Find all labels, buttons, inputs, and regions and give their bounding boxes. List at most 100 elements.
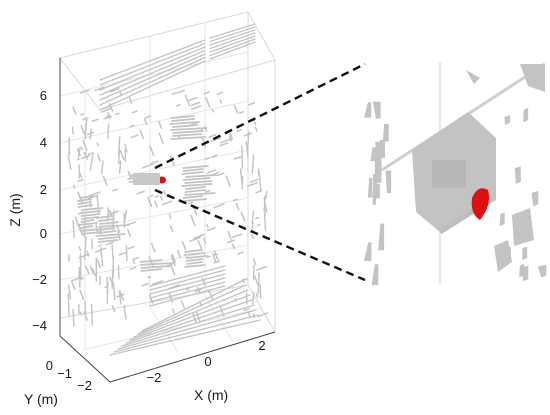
cloud-point [170,118,195,122]
cloud-point [252,264,255,281]
cloud-point [205,96,211,109]
cloud-point [184,192,216,196]
cloud-point [91,268,96,277]
cloud-point [108,102,114,112]
grid-z-6 [59,51,249,97]
cloud-point [81,216,99,220]
cloud-point [180,300,186,309]
cloud-point [195,311,201,322]
cloud-point [99,60,206,111]
cloud-point [256,265,268,271]
cloud-point [78,253,90,259]
cloud-point [235,202,240,211]
cloud-point [158,120,163,130]
cloud-point [89,152,94,172]
cloud-point [191,105,202,110]
cloud-point [154,195,159,198]
grid-floor-1 [81,307,263,351]
cloud-point [219,99,223,104]
cloud-point [72,308,75,327]
cloud-point [243,132,253,137]
cloud-point [252,313,256,318]
cloud-point [149,281,226,303]
inset-point [371,264,379,286]
cloud-point [149,194,154,197]
cloud-point [207,289,210,293]
point-cloud [67,23,269,356]
z-tick-label: 6 [40,88,47,103]
cloud-point [72,184,76,190]
cloud-point [213,260,221,264]
cloud-point [111,305,116,313]
cloud-point [213,203,225,209]
cloud-point [86,250,90,257]
cloud-point [84,117,88,140]
cloud-point [141,282,150,287]
cloud-point [149,277,226,299]
cloud-point [182,177,211,181]
cloud-point [210,137,222,142]
axes-box [59,11,276,333]
cloud-point [213,253,218,256]
cloud-point [158,132,164,145]
cloud-point [241,145,244,169]
cloud-point [109,210,113,216]
inset-point [466,70,480,84]
cloud-point [209,29,256,46]
cloud-point [233,156,242,160]
cloud-point [171,133,203,137]
inset-point [499,212,505,227]
cloud-point [188,96,198,102]
cloud-point [96,142,100,147]
cloud-point [96,154,101,162]
inset-point [502,246,511,264]
cloud-point [170,255,176,267]
z-tick-label: 2 [40,182,47,197]
cloud-point [127,170,132,180]
cloud-point [123,304,127,320]
cloud-point [96,230,117,234]
cloud-point [118,291,122,305]
cloud-point [255,190,262,194]
cloud-point [79,289,85,300]
cloud-point [206,226,216,232]
cloud-point [95,215,115,219]
x-tick-labels: −202 [147,338,266,385]
cloud-point [209,292,214,301]
cloud-point [105,241,114,246]
cloud-point [185,258,204,262]
inset-point [373,173,378,191]
cloud-point [132,259,136,264]
cloud-point [231,233,243,239]
inset-point [521,265,529,282]
cloud-point [189,236,201,242]
cloud-point [116,293,125,298]
cloud-point [161,200,173,206]
grid-z-4 [59,100,249,144]
cloud-point [82,139,88,151]
cloud-point [102,175,108,186]
inset-point [438,205,480,235]
cloud-point [96,259,102,269]
cloud-point [211,108,215,113]
cloud-point [98,244,102,247]
cloud-point [67,293,70,317]
cloud-point [209,35,256,53]
cloud-point [255,216,260,220]
box-edge-front-top-2 [99,59,276,111]
cloud-point [99,56,206,106]
cloud-point [112,188,118,192]
cloud-point [206,223,209,229]
cloud-point [172,308,175,314]
cloud-point [171,124,199,128]
cloud-point [130,134,139,139]
cloud-point [185,255,208,259]
cloud-point [251,210,255,225]
cloud-point [140,265,171,269]
y-axis-label: Y (m) [24,391,58,407]
cloud-point [113,314,259,353]
cloud-point [94,86,105,92]
cloud-point [176,89,185,94]
cloud-point [70,276,83,282]
